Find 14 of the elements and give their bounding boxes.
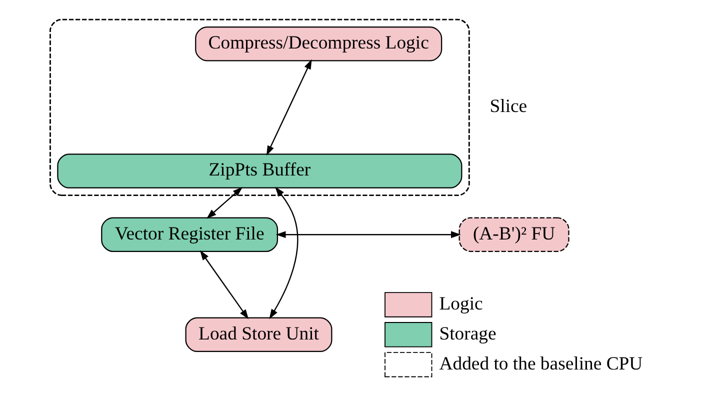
arrow <box>199 250 248 320</box>
node-box: Compress/Decompress Logic <box>194 26 442 62</box>
arrow <box>206 186 242 219</box>
arrow <box>275 231 460 238</box>
legend-label: Storage <box>438 323 496 344</box>
label: Slice <box>489 96 527 118</box>
node-box: ZipPts Buffer <box>56 154 462 188</box>
arrow <box>266 59 312 156</box>
node-box: Vector Register File <box>100 217 278 252</box>
legend-label: Logic <box>438 293 482 314</box>
arrow <box>268 186 298 320</box>
node-box: Load Store Unit <box>184 317 332 352</box>
legend-label: Added to the baseline CPU <box>438 353 642 374</box>
node-box: (A-B')² FU <box>458 217 569 252</box>
